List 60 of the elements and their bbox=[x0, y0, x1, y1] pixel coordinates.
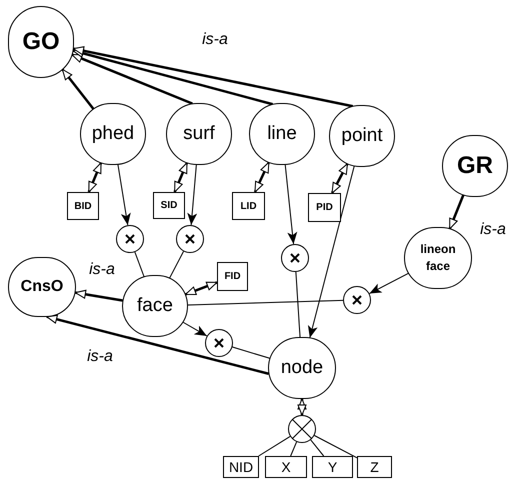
attribute-box bbox=[265, 456, 307, 478]
connector-line bbox=[295, 271, 301, 338]
connector-line bbox=[169, 250, 184, 279]
double-arrow bbox=[72, 46, 354, 108]
connector-line bbox=[258, 436, 291, 456]
node-label: NID bbox=[228, 458, 254, 476]
node-label: face bbox=[136, 294, 174, 318]
relation-label: is-a bbox=[87, 347, 113, 367]
connector-line bbox=[290, 441, 298, 456]
attribute-box bbox=[357, 456, 392, 478]
node-label: phed bbox=[90, 122, 136, 146]
connector-line bbox=[232, 346, 270, 359]
double-arrow bbox=[254, 162, 270, 193]
double-arrow bbox=[71, 53, 193, 105]
node-label: Y bbox=[326, 458, 338, 476]
relation-label: is-a bbox=[480, 220, 506, 240]
double-arrow bbox=[88, 162, 102, 192]
arrow bbox=[308, 166, 355, 338]
connector-line bbox=[187, 300, 344, 306]
double-arrow bbox=[74, 290, 123, 302]
attribute-box bbox=[217, 262, 248, 291]
attribute-box bbox=[223, 456, 259, 478]
attribute-box bbox=[308, 193, 341, 222]
node-label: CnsO bbox=[20, 277, 64, 297]
attribute-box bbox=[312, 456, 353, 478]
node-label: BID bbox=[73, 200, 93, 214]
node-label: surf bbox=[182, 122, 216, 146]
arrow bbox=[182, 322, 208, 336]
arrow bbox=[368, 272, 409, 294]
double-arrow bbox=[46, 314, 269, 375]
double-arrow bbox=[61, 68, 94, 110]
node-label: line bbox=[266, 122, 298, 146]
node-label: GO bbox=[21, 27, 61, 57]
arrow bbox=[284, 164, 298, 245]
relation-label: is-a bbox=[89, 260, 115, 280]
node-label: SID bbox=[160, 199, 178, 213]
node-label: PID bbox=[315, 201, 334, 215]
double-arrow bbox=[331, 163, 349, 194]
node-label: node bbox=[280, 356, 324, 380]
node-label: GR bbox=[456, 151, 494, 181]
attribute-box bbox=[67, 192, 99, 220]
double-arrow bbox=[174, 162, 188, 192]
node-label: Z bbox=[369, 458, 380, 476]
connector-line bbox=[310, 439, 324, 456]
node-label: FID bbox=[223, 270, 242, 284]
arrow bbox=[187, 164, 198, 226]
arrow bbox=[117, 164, 131, 226]
node-label: lineon face bbox=[419, 241, 457, 275]
double-arrow bbox=[72, 48, 273, 106]
connector-line bbox=[314, 435, 358, 458]
node-label: X bbox=[280, 458, 292, 476]
connector-line bbox=[134, 252, 145, 278]
attribute-box bbox=[153, 192, 185, 219]
double-arrow bbox=[298, 398, 306, 416]
node-label: LID bbox=[239, 200, 258, 214]
relation-label: is-a bbox=[202, 30, 228, 50]
attribute-box bbox=[232, 192, 265, 220]
double-arrow bbox=[448, 194, 464, 230]
double-arrow bbox=[185, 281, 218, 296]
node-label: point bbox=[340, 124, 384, 148]
